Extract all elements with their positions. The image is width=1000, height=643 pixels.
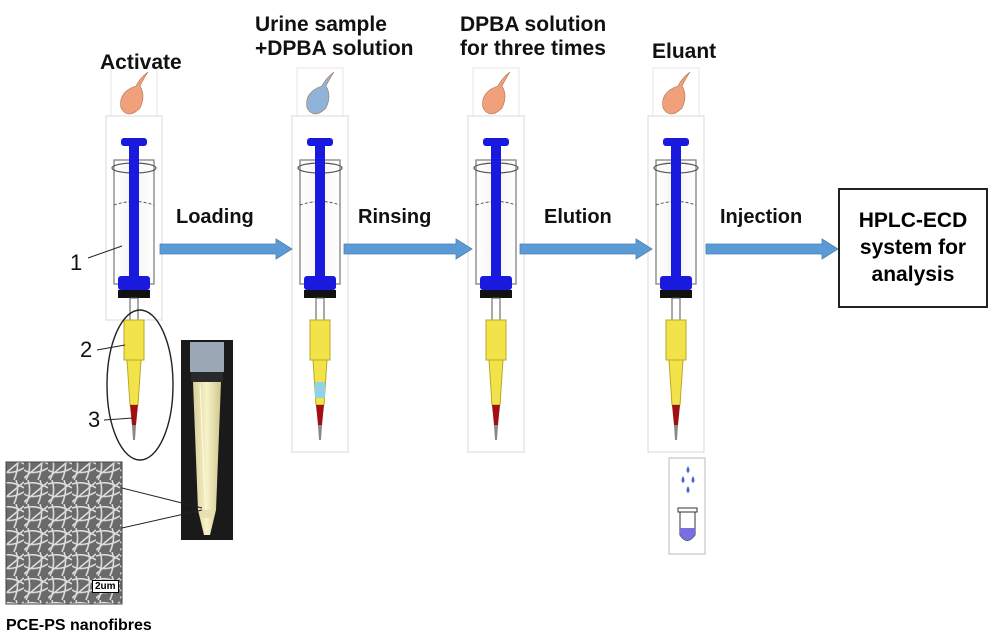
- leader-line-2: [96, 344, 126, 351]
- dropper-icon: [296, 67, 344, 117]
- leader-line-1: [87, 245, 123, 259]
- collection-tube-icon: [668, 457, 706, 555]
- step-title-loading-sample: Urine sample +DPBA solution: [255, 13, 414, 60]
- hplc-ecd-box: HPLC-ECD system for analysis: [838, 188, 988, 308]
- arrow-icon: [159, 238, 293, 260]
- syringe-icon: [105, 67, 163, 440]
- arrow-label-loading: Loading: [176, 206, 254, 228]
- tip-highlight-ellipse: [106, 309, 174, 461]
- part-number-2: 2: [80, 337, 93, 362]
- pipette-tip-photo: [181, 340, 233, 540]
- part-number-1: 1: [70, 250, 83, 275]
- arrow-icon: [705, 238, 839, 260]
- hplc-line-2: system for: [859, 236, 967, 259]
- dropper-icon: [472, 67, 520, 117]
- leader-line-3: [103, 417, 134, 421]
- arrow-label-elution: Elution: [544, 206, 612, 228]
- step-title-eluant: Eluant: [652, 40, 717, 63]
- sem-scale-bar: 2um: [92, 580, 119, 593]
- dropper-icon: [652, 67, 700, 117]
- hplc-line-1: HPLC-ECD: [858, 209, 968, 232]
- step-title-rinsing-solution: DPBA solution for three times: [460, 13, 607, 60]
- syringe-icon: [467, 67, 525, 453]
- arrow-icon: [343, 238, 473, 260]
- arrow-label-injection: Injection: [720, 206, 803, 228]
- sem-connector-top: [121, 487, 203, 509]
- sem-caption: PCE-PS nanofibres: [6, 617, 152, 634]
- sem-connector-bottom: [121, 509, 203, 529]
- arrow-icon: [519, 238, 653, 260]
- part-number-3: 3: [88, 407, 101, 432]
- syringe-icon: [647, 67, 705, 453]
- syringe-icon: [291, 67, 349, 453]
- sem-image: [5, 461, 123, 605]
- dropper-icon: [110, 67, 158, 117]
- step-title-activate: Activate: [100, 51, 182, 74]
- arrow-label-rinsing: Rinsing: [358, 206, 432, 228]
- hplc-line-3: analysis: [871, 263, 955, 286]
